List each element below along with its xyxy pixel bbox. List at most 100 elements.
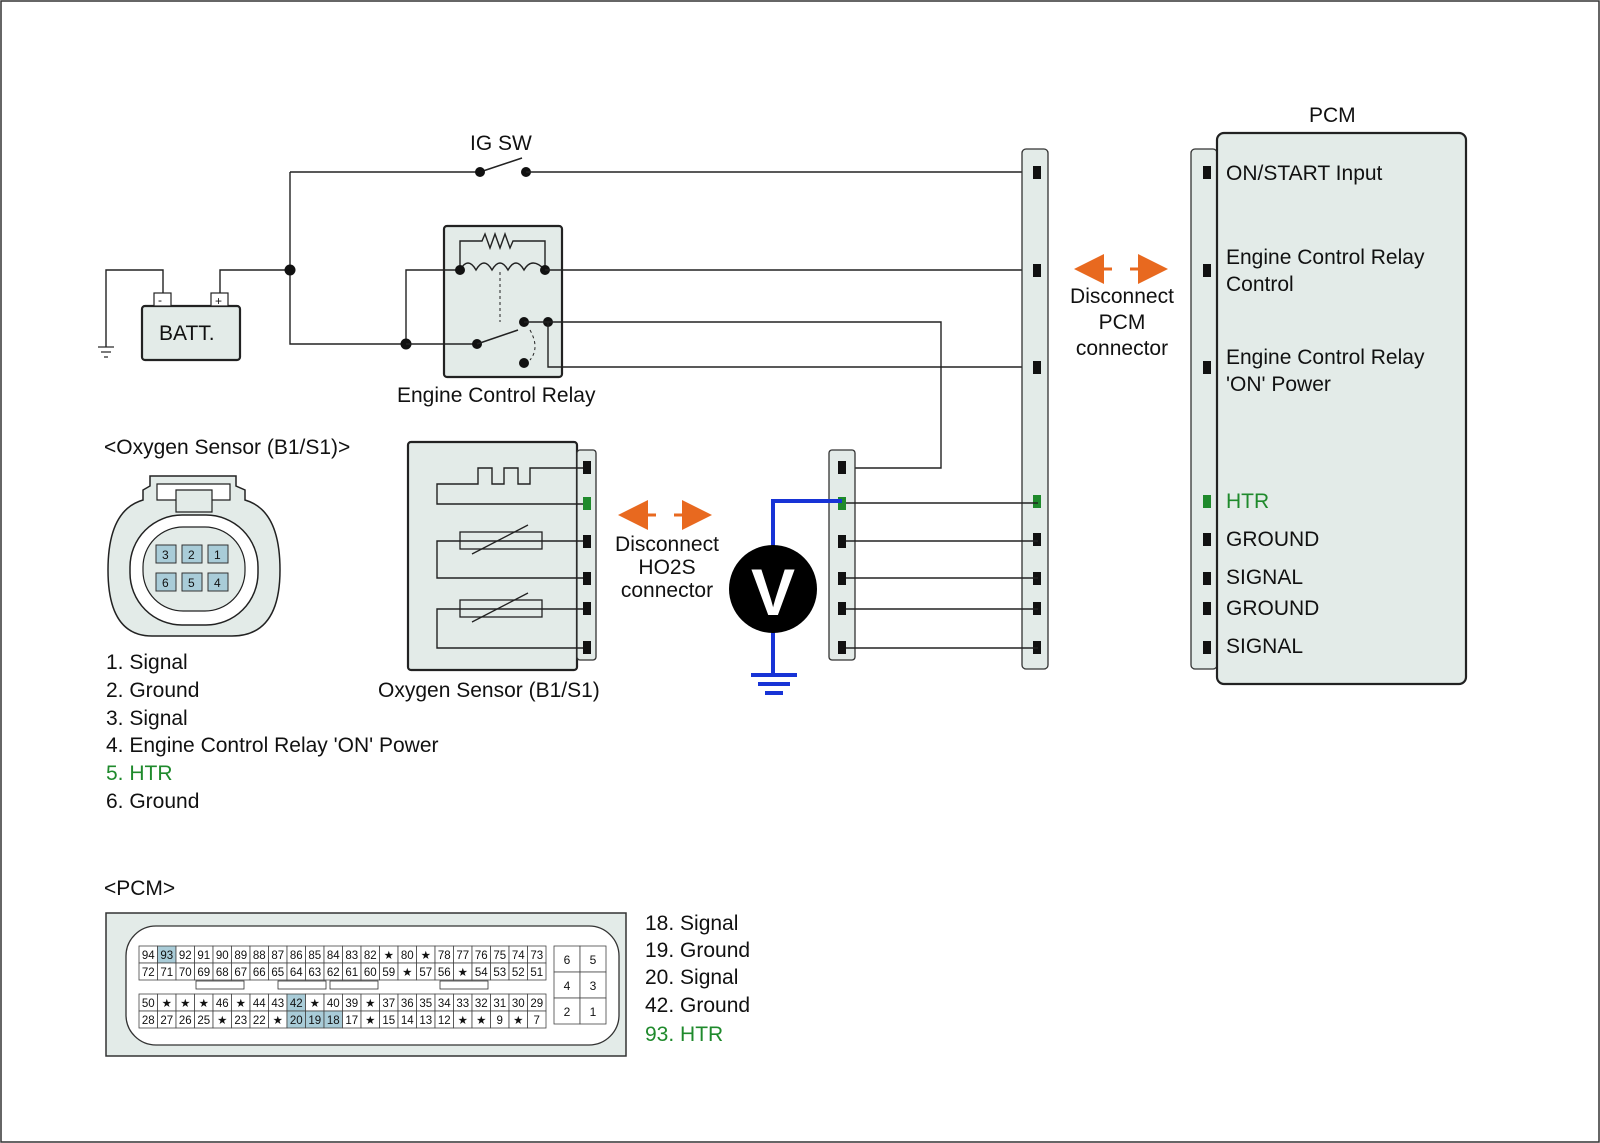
pcm-small-pin-number: 1 (590, 1005, 597, 1019)
pcm-pin-number: 56 (438, 967, 451, 979)
connector-pin (1033, 361, 1041, 374)
pcm-pin-number: ★ (458, 967, 468, 979)
pcm-pin-number: ★ (199, 998, 209, 1010)
pcm-small-pin-cell (579, 997, 607, 1025)
pcm-pin-number: 33 (456, 998, 469, 1010)
pcm-pin-label-2: 'ON' Power (1226, 373, 1331, 396)
pcm-pin-number: 66 (253, 967, 266, 979)
pcm-pin-number: ★ (217, 1015, 227, 1027)
pcm-pin-number: ★ (476, 1015, 486, 1027)
pcm-pin-number: 17 (345, 1015, 358, 1027)
engine-control-relay (442, 224, 564, 379)
relay-switch-blade (476, 329, 519, 345)
sensor-pin-number: 2 (188, 548, 195, 562)
pcm-box (1215, 131, 1468, 686)
pcm-pin-number: 93 (160, 950, 173, 962)
pcm-pin-number: 14 (401, 1015, 414, 1027)
pcm-pin-number: 94 (142, 950, 155, 962)
pcm-pin-number: 78 (438, 950, 451, 962)
pcm-pin-number: ★ (365, 998, 375, 1010)
battery-neg-sign: - (158, 293, 162, 307)
voltmeter-symbol: V (751, 555, 795, 629)
pcm-small-pin-cell (579, 945, 607, 973)
sensor-element-1 (459, 531, 543, 550)
pcm-pin-number: 7 (534, 1015, 540, 1027)
pcm-pin-number: ★ (458, 1015, 468, 1027)
relay-resistor (459, 231, 546, 270)
pcm-pin-number: 76 (475, 950, 488, 962)
pcm-pin-number: ★ (162, 998, 172, 1010)
pcm-pin-number: 22 (253, 1015, 266, 1027)
pcm-small-pin-cell (553, 997, 581, 1025)
pcm-small-pin-number: 3 (590, 979, 597, 993)
harness-connector-strip (828, 449, 856, 661)
pcm-pin-htr (1203, 495, 1211, 508)
pcm-pin-number: 90 (216, 950, 229, 962)
sensor-legend-item: 4. Engine Control Relay 'ON' Power (106, 734, 439, 757)
pcm-legend-item: 20. Signal (645, 966, 738, 989)
pcm-pin-number: 29 (530, 998, 543, 1010)
harness-pin (838, 461, 846, 474)
pcm-pin-label: ON/START Input (1226, 162, 1383, 185)
pcm-pin-number: 32 (475, 998, 488, 1010)
pcm-pin-number: 89 (234, 950, 247, 962)
pcm-pin-number: 26 (179, 1015, 192, 1027)
pcm-pin-number: 25 (197, 1015, 210, 1027)
wire-batt-bus (289, 172, 406, 345)
ig-switch-contact (475, 167, 485, 177)
pcm-pin-number: 72 (142, 967, 155, 979)
pcm-pin-number: ★ (273, 1015, 283, 1027)
pcm-pin (1203, 533, 1211, 546)
pcm-pin-number: 75 (493, 950, 506, 962)
pcm-pin-number: ★ (384, 950, 394, 962)
pcm-pin-number: 59 (382, 967, 395, 979)
sensor-legend-item: 2. Ground (106, 679, 199, 702)
pcm-pin-label: SIGNAL (1226, 566, 1303, 589)
pcm-small-pin-cell (579, 971, 607, 999)
pcm-pin-number: 42 (290, 998, 303, 1010)
disconnect-ho2s-line2: HO2S (638, 556, 695, 579)
pcm-connector-strip (1190, 148, 1218, 670)
pcm-pin-number: 30 (512, 998, 525, 1010)
pcm-pin-number: 87 (271, 950, 284, 962)
pcm-pin-number: 35 (419, 998, 432, 1010)
pcm-title: PCM (1309, 104, 1356, 127)
ground-symbol (98, 346, 114, 358)
pcm-pin-number: ★ (180, 998, 190, 1010)
pcm-pin-number: ★ (513, 1015, 523, 1027)
sensor-pin-number: 1 (214, 548, 221, 562)
junction-dot (284, 264, 296, 276)
sensor-pin-number: 4 (214, 576, 221, 590)
pcm-small-pin-number: 2 (564, 1005, 571, 1019)
wire-relay-on-power (547, 322, 1038, 368)
pcm-pin-label: Engine Control Relay (1226, 346, 1425, 369)
pcm-pin (1203, 572, 1211, 585)
sensor-pin-number: 6 (162, 576, 169, 590)
sensor-legend-item-htr: 5. HTR (106, 762, 173, 785)
pcm-pin-number: 31 (493, 998, 506, 1010)
sensor-pin (583, 602, 591, 615)
pcm-pin-number: 86 (290, 950, 303, 962)
pcm-pin-label: SIGNAL (1226, 635, 1303, 658)
pcm-connector-title: <PCM> (104, 877, 175, 900)
disconnect-pcm-line2: PCM (1099, 311, 1146, 334)
sensor-pin-number: 3 (162, 548, 169, 562)
pcm-pin (1203, 264, 1211, 277)
pcm-small-pin-number: 4 (564, 979, 571, 993)
sensor-pin (583, 572, 591, 585)
ho2s-connector-strip (576, 449, 597, 661)
sensor-element-2-slash (471, 592, 529, 623)
pcm-pin-number: 64 (290, 967, 303, 979)
pcm-pin-number: 27 (160, 1015, 173, 1027)
pcm-pin-number: ★ (310, 998, 320, 1010)
pcm-pin-number: 19 (308, 1015, 321, 1027)
pcm-pin-label-2: Control (1226, 273, 1294, 296)
pcm-pin-number: ★ (421, 950, 431, 962)
pcm-pin-number: 61 (345, 967, 358, 979)
pcm-pin-number: 57 (419, 967, 432, 979)
sensor-pin (583, 535, 591, 548)
pcm-pin-number: 68 (216, 967, 229, 979)
pcm-pin-number: 70 (179, 967, 192, 979)
